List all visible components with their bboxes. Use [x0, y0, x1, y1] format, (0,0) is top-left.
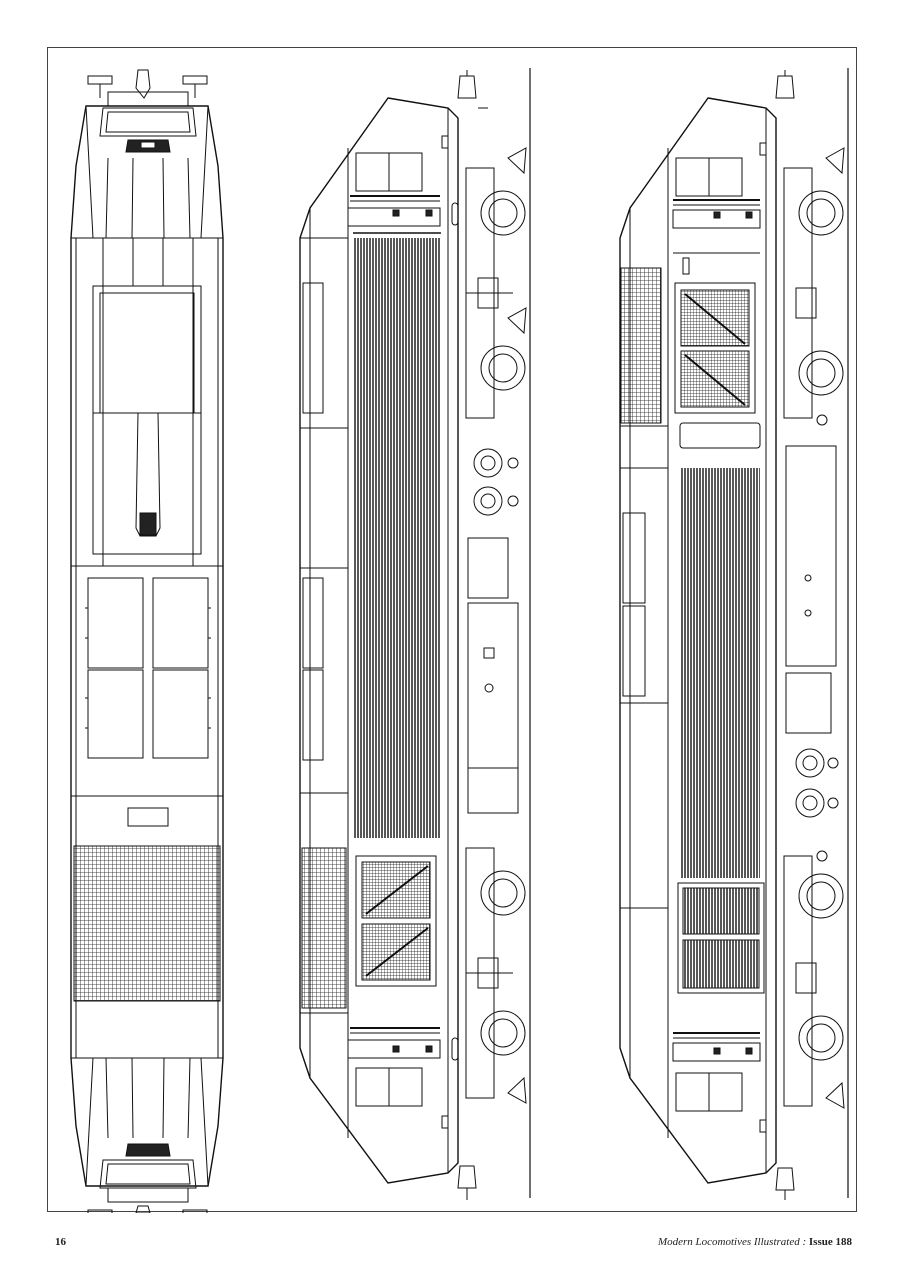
locomotive-line-drawing	[70, 68, 849, 1213]
issue-label: Issue 188	[808, 1236, 852, 1248]
page-number: 16	[55, 1236, 66, 1248]
illustration-frame	[47, 47, 857, 1213]
side-elevation-1-view	[299, 68, 531, 1200]
side-elevation-2-view	[619, 68, 849, 1200]
running-title: Modern Locomotives Illustrated : Issue 1…	[658, 1236, 852, 1248]
magazine-title: Modern Locomotives Illustrated	[657, 1236, 800, 1248]
roof-plan-view	[70, 69, 224, 1213]
title-separator: :	[799, 1236, 809, 1248]
